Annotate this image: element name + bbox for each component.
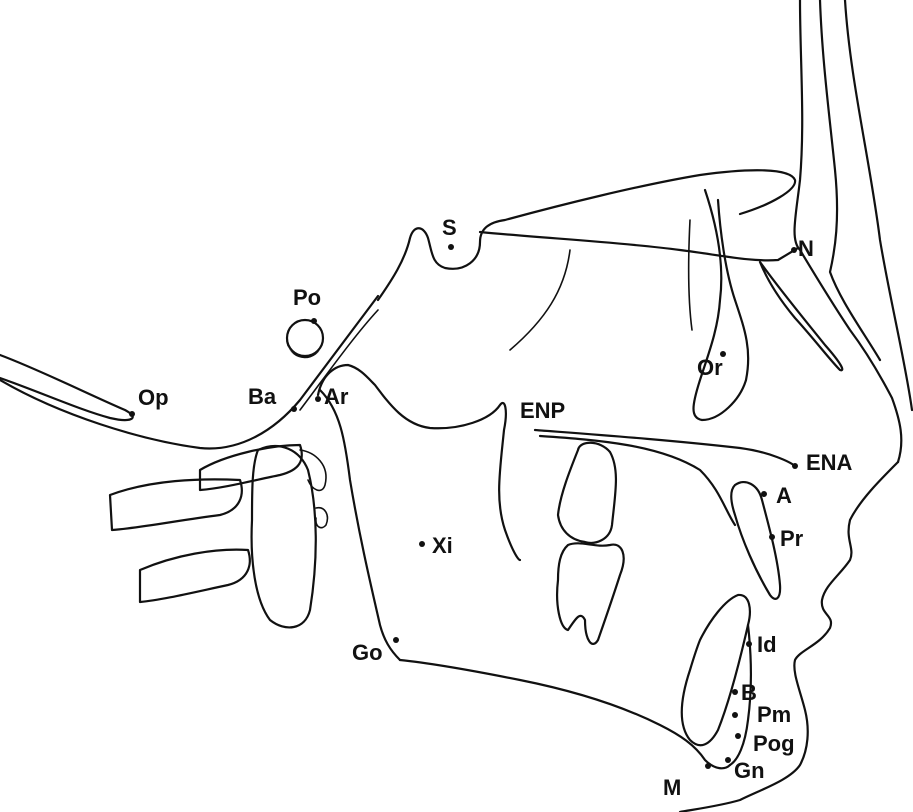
lower-molar — [557, 543, 624, 644]
nasal-bone — [760, 262, 842, 370]
landmark-dot-id — [746, 641, 752, 647]
landmark-dot-go — [393, 637, 399, 643]
porion-ring — [287, 320, 323, 356]
landmark-dot-po — [311, 318, 317, 324]
vertebra-side — [316, 508, 327, 528]
label-a: A — [776, 483, 792, 508]
label-op: Op — [138, 385, 169, 410]
landmark-dot-s — [448, 244, 454, 250]
label-pm: Pm — [757, 702, 791, 727]
label-or: Or — [697, 355, 723, 380]
label-enp: ENP — [520, 398, 565, 423]
label-po: Po — [293, 285, 321, 310]
frontal-skin — [845, 0, 912, 410]
landmark-dot-b — [732, 689, 738, 695]
landmark-dot-ena — [792, 463, 798, 469]
label-go: Go — [352, 640, 383, 665]
label-m: M — [663, 775, 681, 800]
upper-incisor — [731, 482, 780, 599]
landmark-dot-a — [761, 491, 767, 497]
landmark-dot-gn — [725, 757, 731, 763]
sella-turcica — [378, 170, 795, 300]
label-ba: Ba — [248, 384, 277, 409]
label-pr: Pr — [780, 526, 804, 551]
palate-outline — [540, 436, 735, 525]
label-id: Id — [757, 632, 777, 657]
landmark-dot-xi — [419, 541, 425, 547]
ramus-posterior — [320, 390, 400, 660]
frontal-outer — [795, 0, 902, 462]
orbit-inner — [689, 220, 692, 330]
landmark-dot-op — [129, 411, 135, 417]
landmark-dot-ba — [291, 406, 297, 412]
landmark-dot-pr — [769, 534, 775, 540]
label-ena: ENA — [806, 450, 853, 475]
label-n: N — [798, 236, 814, 261]
label-ar: Ar — [324, 384, 349, 409]
label-pog: Pog — [753, 731, 795, 756]
vertebra-c4 — [140, 550, 250, 602]
vertebra-atlas — [200, 445, 302, 490]
label-xi: Xi — [432, 533, 453, 558]
orbit-outline — [694, 190, 749, 420]
landmark-dot-m — [705, 763, 711, 769]
lower-incisor — [682, 595, 750, 745]
mandible-lower-border — [400, 660, 730, 768]
occipital-outline — [0, 355, 133, 420]
vertebra-dens — [300, 450, 326, 490]
label-s: S — [442, 215, 457, 240]
landmark-dot-n — [791, 247, 797, 253]
label-b: B — [741, 680, 757, 705]
landmark-dot-ar — [315, 396, 321, 402]
landmark-dot-pog — [735, 733, 741, 739]
soft-tissue-profile — [680, 462, 898, 812]
pterygoid-line — [510, 250, 570, 350]
label-gn: Gn — [734, 758, 765, 783]
planum-line — [480, 232, 798, 260]
upper-molar — [558, 443, 616, 543]
landmark-dot-pm — [732, 712, 738, 718]
cranial-base-line — [0, 296, 378, 448]
